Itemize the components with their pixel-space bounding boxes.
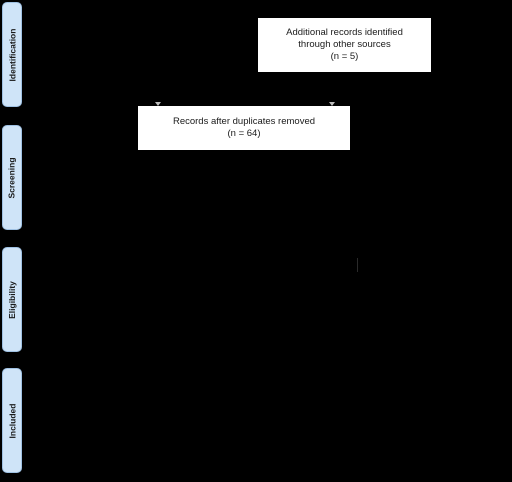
other-sources-box: Additional records identified through ot…	[258, 18, 431, 72]
stage-tab-identification: Identification	[2, 2, 22, 107]
stage-tab-included: Included	[2, 368, 22, 473]
arrowhead-left	[155, 102, 161, 106]
stage-tab-screening: Screening	[2, 125, 22, 230]
after-duplicates-line1: Records after duplicates removed	[172, 116, 316, 127]
stage-label-included: Included	[7, 403, 18, 438]
connector-line	[357, 258, 358, 272]
stage-label-eligibility: Eligibility	[7, 280, 17, 319]
stage-label-screening: Screening	[7, 156, 18, 199]
other-sources-line2: through other sources	[298, 39, 391, 50]
other-sources-count: (n = 5)	[330, 51, 359, 62]
stage-label-identification: Identification	[7, 28, 18, 81]
arrowhead-right	[329, 102, 335, 106]
other-sources-line1: Additional records identified	[286, 27, 403, 38]
after-duplicates-box: Records after duplicates removed (n = 64…	[138, 106, 350, 150]
after-duplicates-count: (n = 64)	[227, 128, 261, 139]
stage-tab-eligibility: Eligibility	[2, 247, 22, 352]
